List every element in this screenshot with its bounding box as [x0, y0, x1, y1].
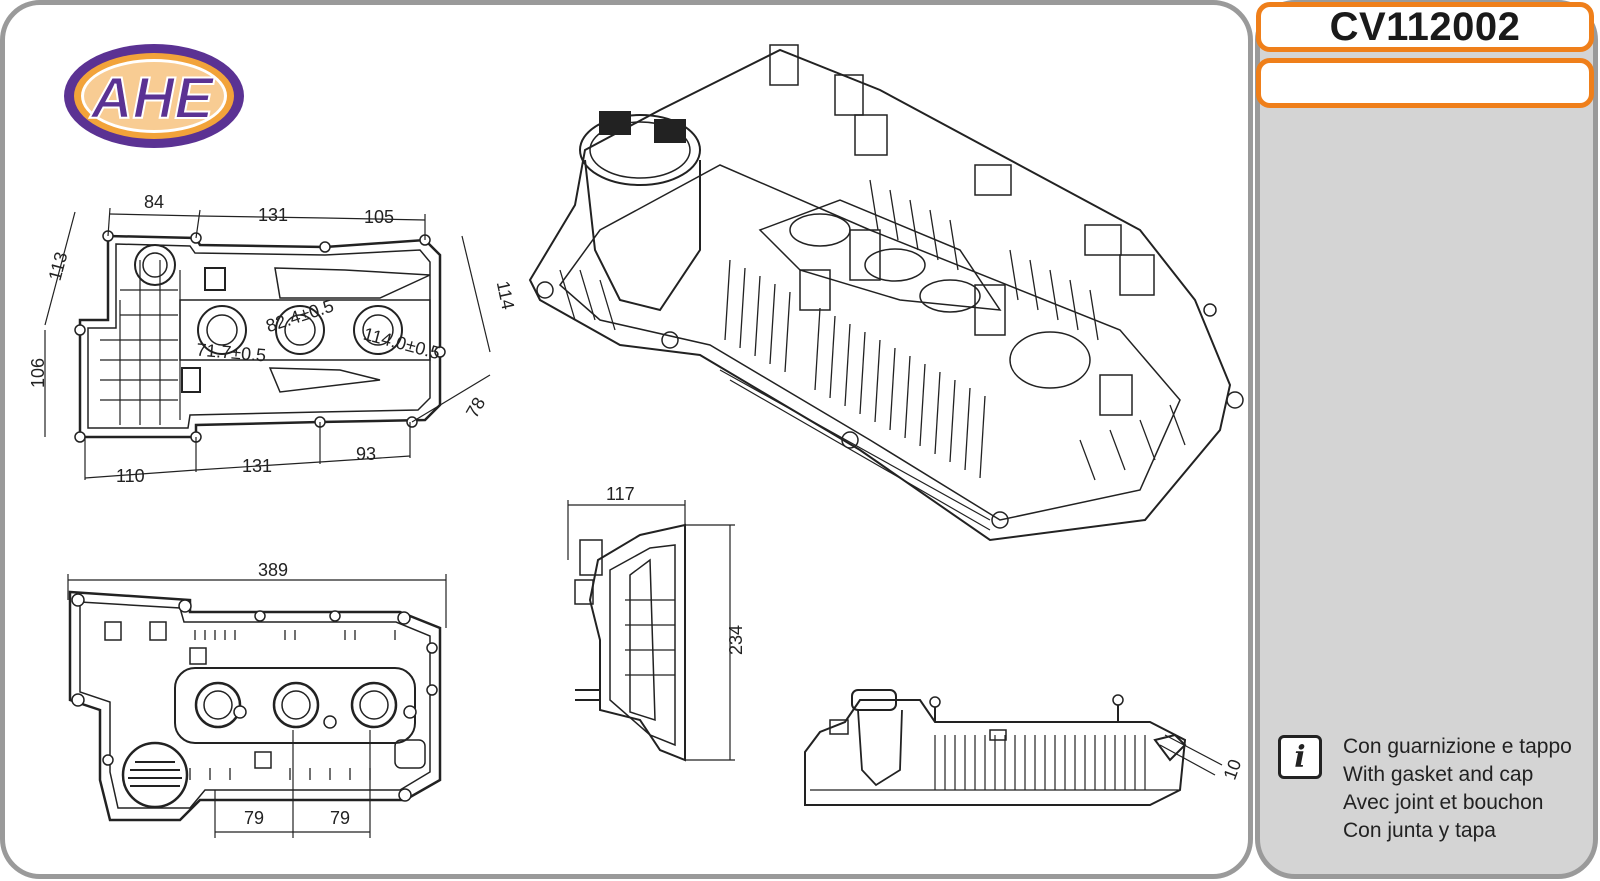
dim-105: 105: [364, 207, 394, 227]
side-view: 117 234: [567, 484, 746, 762]
top-view: 84 131 105 113 114 106 78 110 131 93 82.…: [28, 192, 518, 486]
part-code: CV112002: [1329, 4, 1521, 49]
note-italian: Con guarnizione e tappo: [1343, 735, 1572, 758]
dim-113: 113: [45, 250, 72, 283]
isometric-view: [528, 44, 1244, 542]
dim-117: 117: [606, 484, 635, 504]
logo-text: AHE: [89, 66, 216, 131]
technical-drawing: AHE: [28, 44, 1246, 838]
part-subtitle-box: [1256, 58, 1594, 108]
dim-234: 234: [726, 625, 746, 655]
dim-79-left: 79: [244, 808, 264, 828]
drawing-panel: [0, 0, 1253, 879]
dim-106: 106: [28, 358, 48, 388]
info-panel: [1255, 0, 1598, 879]
note-spanish: Con junta y tapa: [1343, 819, 1496, 842]
dim-131-top: 131: [258, 205, 288, 225]
part-code-box: CV112002: [1256, 2, 1594, 52]
dim-10: 10: [1220, 757, 1246, 783]
dim-78: 78: [462, 394, 489, 421]
product-notes: Con guarnizione e tappo With gasket and …: [1343, 733, 1572, 845]
ahe-logo: AHE: [64, 44, 244, 148]
dim-79-right: 79: [330, 808, 350, 828]
note-french: Avec joint et bouchon: [1343, 791, 1544, 814]
dim-389: 389: [258, 560, 288, 580]
note-english: With gasket and cap: [1343, 763, 1534, 786]
tolerance-71-7: 71.7±0.5: [196, 340, 267, 366]
front-view: 10: [804, 689, 1246, 806]
dim-114: 114: [493, 279, 519, 311]
tolerance-82-4: 82.4±0.5: [263, 296, 336, 337]
dim-110: 110: [116, 466, 145, 486]
dim-131-bottom: 131: [242, 456, 272, 476]
bottom-view: 389 79 79: [67, 560, 447, 838]
dim-84: 84: [144, 192, 164, 212]
dim-93: 93: [356, 444, 376, 464]
info-icon: i: [1278, 735, 1322, 779]
